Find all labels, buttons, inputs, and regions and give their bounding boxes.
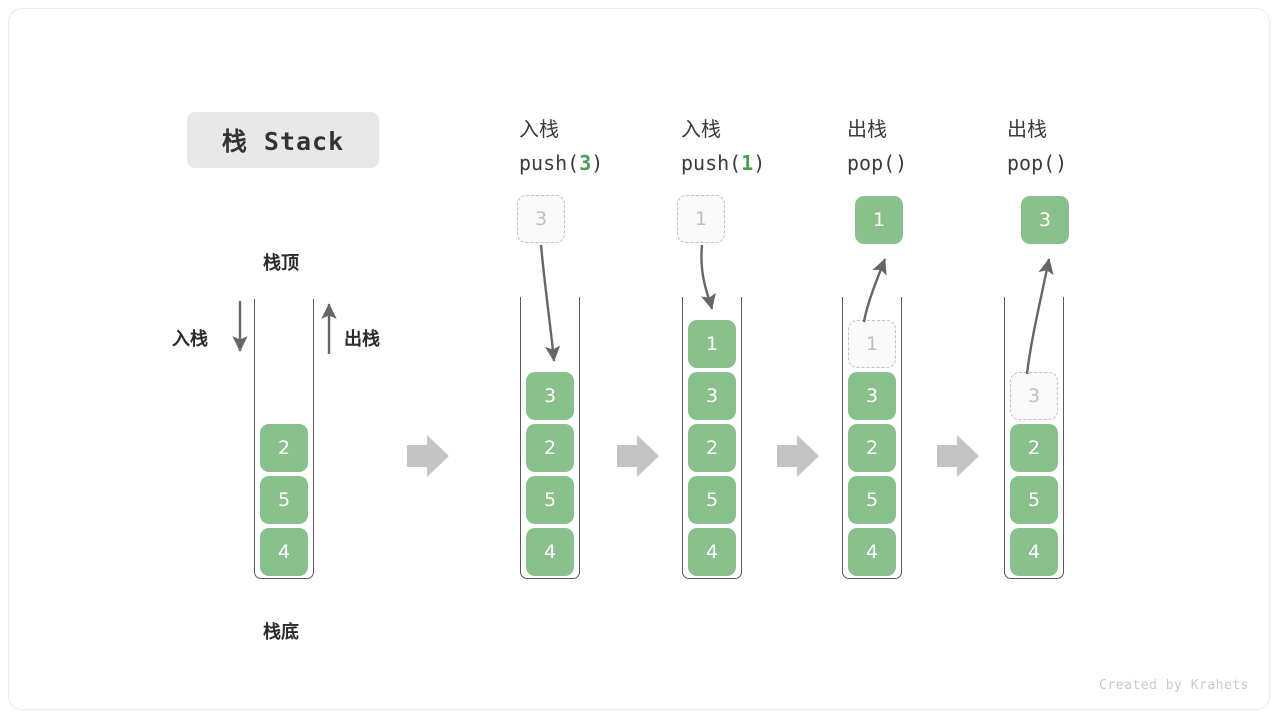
stack-element: 4	[526, 528, 574, 576]
transition-arrow-icon	[937, 435, 979, 477]
base-stack-element: 4	[260, 528, 308, 576]
stack-bottom-label: 栈底	[263, 622, 299, 643]
step-header-cn: 出栈	[847, 117, 887, 141]
title-badge: 栈 Stack	[187, 112, 379, 168]
stack-element: 3	[848, 372, 896, 420]
step-header-op-value: 3	[579, 151, 592, 175]
stack-element: 2	[688, 424, 736, 472]
stack-element: 2	[848, 424, 896, 472]
step-header-op-prefix: push(	[681, 151, 742, 175]
transition-arrow-icon	[617, 435, 659, 477]
step-header-cn: 入栈	[681, 117, 721, 141]
step-header-op-suffix: )	[591, 151, 604, 175]
stack-element: 4	[1010, 528, 1058, 576]
step-header-pop-1: 出栈 pop()	[847, 112, 907, 180]
step-header-push-3: 入栈 push(3)	[519, 112, 603, 180]
stack-element: 4	[688, 528, 736, 576]
stack-element-ghost: 3	[1010, 372, 1058, 420]
step-header-op-suffix: )	[753, 151, 766, 175]
stack-element: 3	[526, 372, 574, 420]
step-header-op-prefix: push(	[519, 151, 580, 175]
stack-element: 2	[526, 424, 574, 472]
floating-element-push-1: 1	[677, 195, 725, 243]
stack-container-push-3	[520, 297, 580, 579]
floating-element-pop-3: 3	[1021, 196, 1069, 244]
stack-element-ghost: 1	[848, 320, 896, 368]
stack-element: 5	[688, 476, 736, 524]
step-header-op-prefix: pop(	[847, 151, 896, 175]
stack-container-pop-1	[842, 297, 902, 579]
base-stack-element: 2	[260, 424, 308, 472]
step-header-op-suffix: )	[1055, 151, 1068, 175]
stack-element: 5	[1010, 476, 1058, 524]
base-stack-element: 5	[260, 476, 308, 524]
floating-element-pop-1: 1	[855, 196, 903, 244]
diagram-stage: 栈 Stack 栈顶 栈底 入栈 出栈 2 5 4 入栈 push(3) 3 3…	[9, 9, 1271, 711]
base-pop-label: 出栈	[344, 329, 380, 350]
step-header-cn: 入栈	[519, 117, 559, 141]
transition-arrow-icon	[407, 435, 449, 477]
credit-text: Created by Krahets	[1099, 678, 1249, 693]
stack-element: 4	[848, 528, 896, 576]
transition-arrow-icon	[777, 435, 819, 477]
step-header-push-1: 入栈 push(1)	[681, 112, 765, 180]
floating-element-push-3: 3	[517, 195, 565, 243]
base-push-label: 入栈	[172, 329, 208, 350]
stack-top-label: 栈顶	[263, 253, 299, 274]
stack-container-push-1	[682, 297, 742, 579]
stack-container-pop-3	[1004, 297, 1064, 579]
step-header-pop-3: 出栈 pop()	[1007, 112, 1067, 180]
base-stack-container	[254, 299, 314, 579]
step-header-op-value: 1	[741, 151, 754, 175]
stack-element: 2	[1010, 424, 1058, 472]
stack-element: 5	[526, 476, 574, 524]
step-header-op-suffix: )	[895, 151, 908, 175]
diagram-card: 栈 Stack 栈顶 栈底 入栈 出栈 2 5 4 入栈 push(3) 3 3…	[8, 8, 1270, 710]
stack-element: 3	[688, 372, 736, 420]
step-header-op-prefix: pop(	[1007, 151, 1056, 175]
stack-element: 5	[848, 476, 896, 524]
step-header-cn: 出栈	[1007, 117, 1047, 141]
stack-element: 1	[688, 320, 736, 368]
